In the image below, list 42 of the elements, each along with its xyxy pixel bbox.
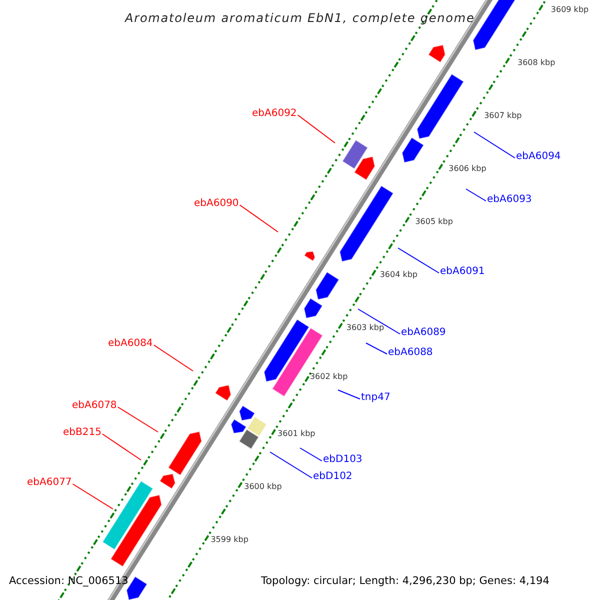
gene-label: ebA6089 (401, 327, 446, 339)
tick-label: 3600 kbp (244, 482, 282, 492)
gene-label: ebD102 (313, 471, 352, 483)
tick-label: 3605 kbp (415, 216, 453, 227)
gene-label: ebB215 (63, 427, 102, 439)
leader-line (366, 342, 388, 354)
gene-label: tnp47 (361, 392, 390, 404)
tick-label: 3604 kbp (380, 270, 418, 280)
gene-label: ebA6077 (27, 477, 72, 489)
gene-label: ebA6094 (516, 151, 561, 163)
gene-label: ebD103 (323, 454, 362, 466)
tick-label: 3609 kbp (550, 4, 589, 15)
leader-line (338, 390, 360, 400)
tick-label: 3608 kbp (517, 58, 556, 68)
leader-line (297, 114, 336, 144)
tick-label: 3603 kbp (346, 322, 384, 333)
leader-line (474, 132, 516, 158)
footer-text: Accession: NC_006513 (9, 574, 128, 588)
leader-line (398, 248, 440, 274)
tick-label: 3607 kbp (484, 110, 522, 121)
leader-line (239, 204, 278, 232)
footer-text: Topology: circular; Length: 4,296,230 bp; Genes: 4,194 (261, 574, 550, 588)
leader-line (270, 452, 312, 478)
gene-label: ebA6090 (194, 198, 239, 210)
tick-label: 3602 kbp (310, 372, 348, 382)
tick-label: 3601 kbp (278, 429, 316, 439)
leader-line (466, 188, 486, 202)
gene-label: ebA6092 (252, 108, 297, 120)
gene-label: ebA6084 (108, 338, 153, 350)
title: Aromatoleum aromaticum EbN1, complete genome (125, 10, 475, 27)
leader-line (72, 484, 114, 510)
tick-label: 3599 kbp (210, 535, 248, 546)
leader-line (102, 434, 142, 460)
tick-label: 3606 kbp (448, 164, 486, 174)
gene-label: ebA6088 (388, 347, 433, 359)
gene-label: ebA6091 (440, 266, 485, 278)
gene-label: ebA6078 (72, 400, 117, 412)
leader-line (300, 448, 322, 462)
gene-label: ebA6093 (487, 194, 532, 206)
leader-line (358, 308, 400, 334)
leader-line (117, 406, 158, 432)
leader-line (153, 344, 194, 372)
